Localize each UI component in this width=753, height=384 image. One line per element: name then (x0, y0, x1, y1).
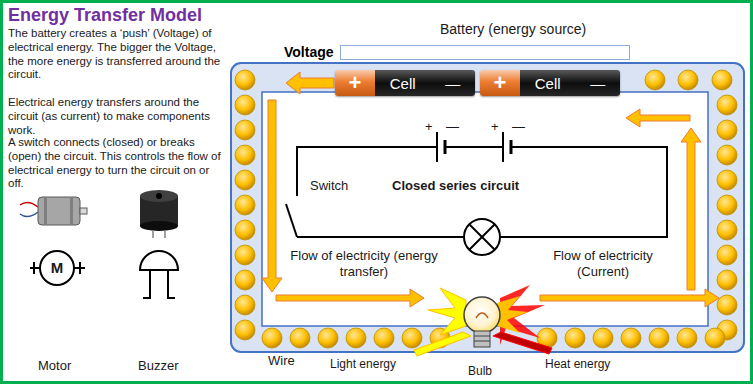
electron (717, 270, 737, 290)
lamp-symbol (464, 219, 500, 255)
part-label: Switch (310, 178, 348, 194)
electrons (235, 70, 737, 348)
energy-label: Heat energy (545, 357, 610, 371)
cell: + Cell — (335, 70, 475, 96)
flow-arrows (262, 100, 719, 307)
electron (235, 320, 255, 340)
electron (645, 70, 665, 90)
electron (717, 245, 737, 265)
note: A switch connects (closed) or breaks (op… (8, 136, 224, 191)
part-label: Buzzer (138, 358, 178, 374)
energy-label: Light energy (330, 357, 396, 371)
cell-label: Cell (535, 75, 561, 92)
terminal-sign: + (491, 119, 499, 135)
electron (235, 270, 255, 290)
wire-panel (231, 63, 744, 352)
cell: + Cell — (480, 70, 620, 96)
electron (262, 328, 282, 348)
electron (235, 70, 255, 90)
title: Energy Transfer Model (8, 5, 202, 26)
buzzer-symbol (140, 251, 178, 298)
flow-label: Flow of electricity (Current) (528, 248, 678, 279)
flow-label: Flow of electricity (energy transfer) (286, 248, 442, 279)
bulb (414, 285, 552, 356)
electron (235, 120, 255, 140)
battery-label: Battery (energy source) (440, 21, 586, 38)
electron (235, 145, 255, 165)
note: Electrical energy transfers around the c… (8, 96, 224, 137)
electron (235, 245, 255, 265)
voltage-label: Voltage (284, 44, 334, 60)
electron (346, 328, 366, 348)
electron (235, 295, 255, 315)
electron (717, 170, 737, 190)
voltage-box: Voltage (284, 44, 630, 60)
electron (717, 95, 737, 115)
electron (677, 328, 697, 348)
cell-terminal: — (445, 75, 460, 92)
electron (318, 328, 338, 348)
part-label: Bulb (468, 364, 492, 378)
note: The battery creates a ‘push’ (Voltage) o… (8, 27, 224, 82)
electron (235, 170, 255, 190)
electron (705, 328, 725, 348)
terminal-sign: — (446, 119, 459, 135)
terminal-sign: + (425, 119, 433, 135)
part-label: Wire (268, 353, 295, 369)
terminal-sign: — (512, 119, 525, 135)
buzzer-picture (140, 190, 178, 238)
electron (621, 328, 641, 348)
electron (565, 328, 585, 348)
cell-body: + Cell — (335, 70, 475, 96)
electron (717, 220, 737, 240)
electron (235, 220, 255, 240)
electron (678, 70, 698, 90)
electron (717, 195, 737, 215)
electron (235, 95, 255, 115)
electron (717, 120, 737, 140)
part-label: Motor (38, 358, 71, 374)
electron (593, 328, 613, 348)
series-schematic (286, 132, 667, 255)
electron (290, 328, 310, 348)
electron (235, 195, 255, 215)
motor-symbol (30, 251, 85, 285)
electron (717, 295, 737, 315)
electron (712, 70, 732, 90)
circuit-label: Closed series circuit (392, 178, 519, 194)
circuit-area (262, 92, 708, 326)
switch-blade (286, 204, 297, 237)
electron (374, 328, 394, 348)
voltage-meter (340, 45, 630, 60)
cell-label: Cell (390, 75, 416, 92)
motor-picture (20, 197, 87, 225)
electron (649, 328, 669, 348)
motor-letter: M (51, 259, 64, 277)
push-arrow (286, 72, 334, 94)
cell-terminal: + (335, 70, 375, 96)
electron (717, 145, 737, 165)
cell-body: + Cell — (480, 70, 620, 96)
cell-terminal: — (590, 75, 605, 92)
cell-terminal: + (480, 70, 520, 96)
electron (402, 328, 422, 348)
